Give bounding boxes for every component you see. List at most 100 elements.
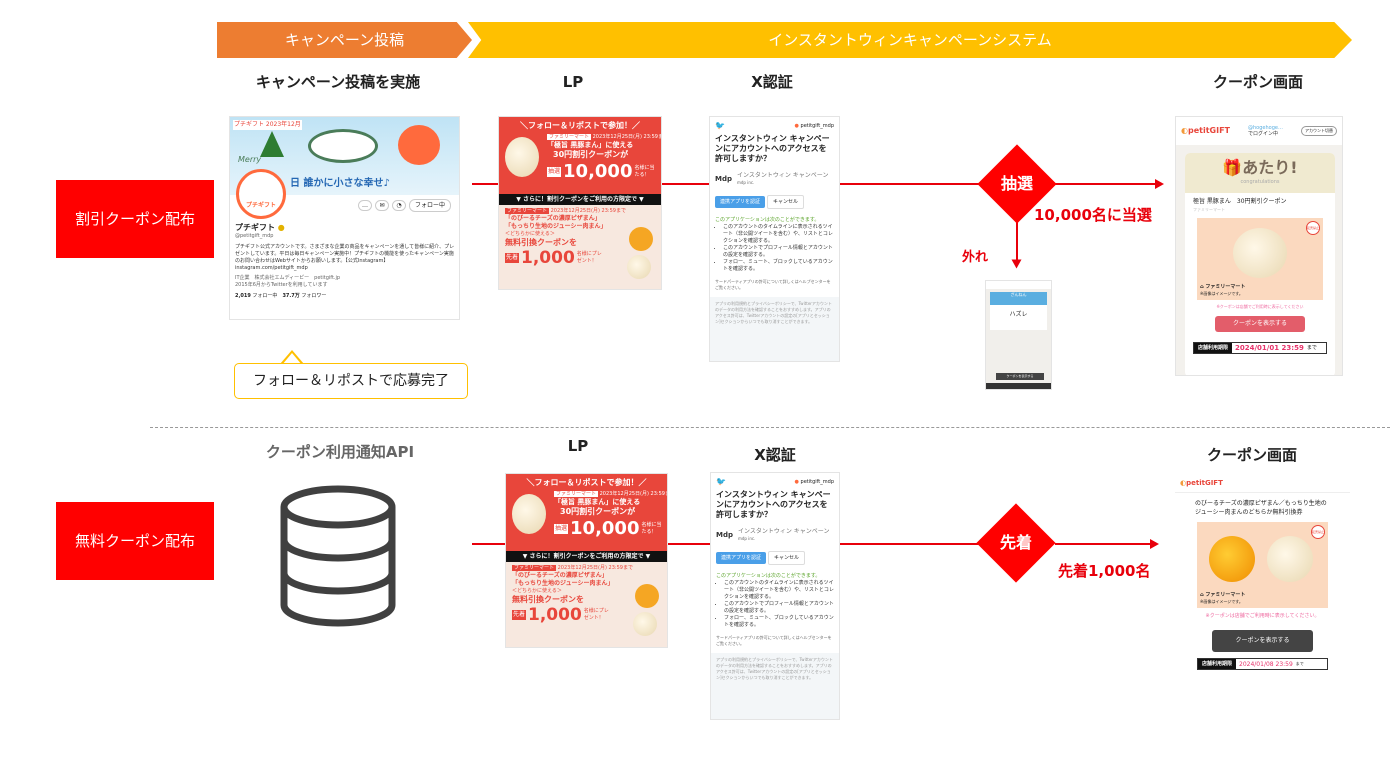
show-coupon-button[interactable]: クーポンを表示する [1215, 316, 1305, 332]
brand-logo-icon: ◐ [1181, 126, 1188, 135]
auth-account: petitgift_mdp [800, 479, 834, 485]
pork-bun-image [1233, 228, 1287, 278]
authorize-app-button[interactable]: 連携アプリを認証 [715, 196, 766, 208]
account-avatar-icon: ● [794, 479, 799, 485]
coupon-store: ファミリーマート [1193, 207, 1225, 212]
lp-count-2: 1,000 [528, 605, 582, 625]
first-come-label: 先着1,000名 [1058, 562, 1151, 580]
auth-app-sub: mdp inc. [738, 536, 756, 541]
congrats-text: congratulations [1240, 179, 1280, 185]
lp-lottery-tag: 抽選 [554, 523, 569, 534]
arrow-head-icon [1011, 259, 1022, 269]
lp-product-2a: 「のびーるチーズの濃厚ピザまん」 [505, 215, 601, 222]
lose-screen-screenshot: ざんねん ハズレ クーポンを表示する [985, 280, 1052, 390]
permission-item: フォロー、ミュート、ブロックしているアカウントを確認する。 [724, 615, 834, 629]
x-auth-screenshot-2: 🐦● petitgift_mdp インスタントウィン キャンペーンにアカウントへ… [710, 472, 840, 720]
period-until: まで [1306, 344, 1317, 351]
row-free-coupon: 無料クーポン配布 [56, 502, 214, 580]
lp-count: 10,000 [563, 161, 633, 182]
permission-item: フォロー、ミュート、ブロックしているアカウントを確認する。 [723, 259, 834, 273]
flow-line [1016, 222, 1018, 260]
switch-account-button[interactable]: アカウント切替 [1301, 126, 1337, 136]
lp-product: 「極旨 黒豚まん」に使える [547, 141, 634, 149]
store-icon: ⌂ [1200, 284, 1204, 290]
auth-help: サードパーティアプリの許可について詳しくはヘルプセンターをご覧ください。 [716, 635, 832, 646]
bubble-pointer-inner [282, 353, 302, 365]
lp-lottery-tag: 抽選 [547, 166, 562, 177]
lp-title: ＼フォロー＆リポストで参加！／ [520, 121, 640, 130]
win-title: あたり! [1242, 158, 1298, 177]
lp-offer-2: 無料引換クーポンを [505, 238, 577, 247]
show-coupon-button[interactable]: クーポンを表示する [996, 373, 1044, 380]
image-store: ファミリーマート [1205, 284, 1246, 290]
lp-date: 2023年12月25日(月) 23:59まで [557, 565, 633, 571]
show-coupon-button[interactable]: クーポンを表示する [1212, 630, 1313, 652]
auth-app-name: インスタントウィン キャンペーン [738, 528, 830, 535]
header-x-auth-2: X認証 [754, 446, 796, 464]
flow-line [472, 543, 505, 545]
lp-suffix: 名様に当たる！ [641, 521, 662, 535]
lp-bar: ▼ さらに！割引クーポンをご利用の方限定で ▼ [499, 194, 661, 205]
pork-bun-image [505, 137, 539, 177]
phase-campaign-post: キャンペーン投稿 [217, 22, 472, 58]
tree-icon [260, 131, 284, 157]
database-icon [280, 485, 396, 627]
lp-product-2b: 「もっちり生地のジューシー肉まん」 [512, 580, 614, 587]
auth-title: インスタントウィン キャンペーンにアカウントへのアクセスを許可しますか？ [716, 490, 831, 519]
lp-date: 2023年12月25日(月) 23:59まで [550, 208, 626, 214]
permission-item: このアカウントでプロフィール情報とアカウントの設定を確認する。 [723, 245, 834, 259]
lp-count-2: 1,000 [521, 248, 575, 268]
following-count: 2,019 [235, 293, 251, 299]
auth-policy: アプリの利用規約とプライバシーポリシーで、Twitterアカウントのデータの利用… [711, 653, 839, 719]
phase-label: インスタントウィンキャンペーンシステム [768, 31, 1052, 49]
login-status: でログイン中 [1248, 131, 1279, 137]
flow-line [1055, 543, 1150, 545]
more-icon[interactable]: … [358, 200, 372, 211]
mascot-icon [398, 125, 440, 165]
flow-line [840, 543, 980, 545]
meat-bun-image [627, 255, 651, 279]
no-resale-badge: 転売禁止 [1306, 221, 1320, 235]
lp-product: 「極旨 黒豚まん」に使える [554, 498, 641, 506]
lose-label: 外れ [962, 250, 989, 265]
lp-title: ＼フォロー＆リポストで参加！／ [526, 478, 647, 487]
brand-logo: petitGIFT [1187, 126, 1230, 135]
flow-line [668, 543, 710, 545]
lp-product-2c: ＜どちらかに使える＞ [505, 231, 555, 237]
following-label: フォロー中 [252, 293, 278, 299]
notification-icon[interactable]: ◔ [392, 200, 406, 211]
arrow-head-icon [1150, 539, 1159, 549]
permission-item: このアカウントでプロフィール情報とアカウントの設定を確認する。 [724, 601, 834, 615]
mdp-logo: Mdp [716, 530, 733, 539]
pork-bun-image [512, 494, 546, 534]
auth-help: サードパーティアプリの許可について詳しくはヘルプセンターをご覧ください。 [715, 279, 831, 290]
followers-label: フォロワー [301, 293, 327, 299]
win-label: 10,000名に当選 [1034, 206, 1152, 224]
gift-icon: 🎁 [1222, 158, 1243, 177]
lp-offer: 30円割引クーポンが [553, 150, 629, 159]
coupon-name: のびーるチーズの濃厚ピザまん／もっちり生地のジューシー肉まんのどちらか無料引換券 [1195, 500, 1327, 516]
flow-line [472, 183, 498, 185]
wreath-icon [308, 129, 378, 163]
first-come-diamond: 先着 [976, 503, 1056, 583]
lp-offer: 30円割引クーポンが [560, 507, 636, 516]
profile-bio: プチギフト公式アカウントです。さまざまな企業の商品をキャンペーンを通して皆様に紹… [235, 244, 455, 271]
lp-suffix-2: 名様にプレゼント！ [576, 251, 602, 264]
x-auth-screenshot: 🐦● petitgift_mdp インスタントウィン キャンペーンにアカウントへ… [709, 116, 840, 362]
mail-icon[interactable]: ✉ [375, 200, 389, 211]
profile-name: プチギフト [235, 223, 275, 232]
period-label: 店舗利用期限 [1198, 659, 1237, 669]
permission-item: このアカウントのタイムラインに表示されるツイート（非公開ツイートを含む）や、リス… [724, 580, 834, 601]
coupon-name: 極旨 黒豚まん 30円割引クーポン [1193, 198, 1287, 205]
profile-joined: 2015年6月からTwitterを利用しています [235, 282, 328, 288]
lp-suffix-2: 名様にプレゼント！ [583, 608, 609, 621]
lp-store: ファミリーマート [505, 208, 550, 214]
cancel-button[interactable]: キャンセル [766, 195, 804, 209]
period-value: 2024/01/01 23:59 [1235, 344, 1304, 352]
coupon-notice: ※クーポンは店舗でご利用時に表示してください。 [1205, 613, 1320, 619]
following-button[interactable]: フォロー中 [409, 199, 452, 212]
cancel-button[interactable]: キャンセル [767, 551, 805, 565]
profile-meta: IT企業 株式会社エムディーピー petitgift.jp [235, 275, 341, 281]
pizza-bun-image [629, 227, 653, 251]
authorize-app-button[interactable]: 連携アプリを認証 [716, 552, 767, 564]
